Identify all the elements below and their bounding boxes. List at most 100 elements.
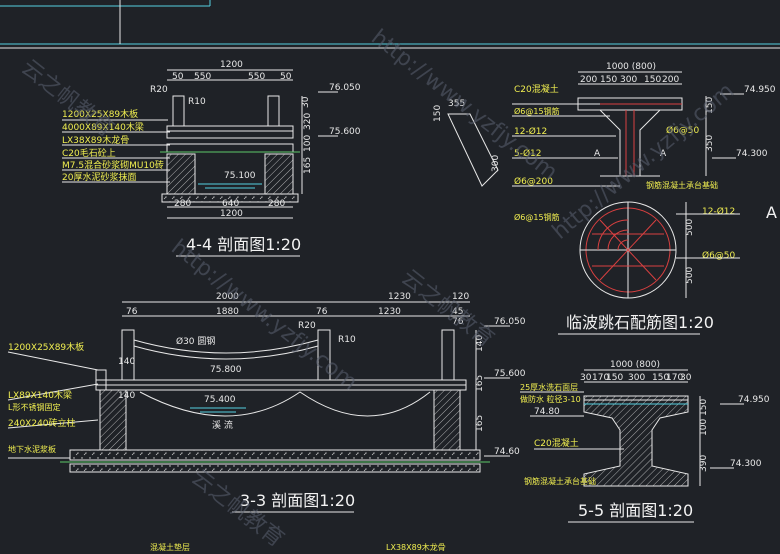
svg-text:150: 150 [699, 399, 709, 416]
title-3-3: 3-3 剖面图1:20 [240, 491, 355, 510]
svg-text:150: 150 [652, 373, 669, 383]
svg-text:http://www.yzfjy.com: http://www.yzfjy.com [166, 235, 362, 395]
svg-text:165: 165 [475, 375, 485, 392]
svg-text:74.80: 74.80 [534, 407, 560, 417]
svg-text:240X240砖立柱: 240X240砖立柱 [8, 417, 76, 429]
section-5-5: 1000 (800) 30 170 150 300 150 170 30 25厚… [520, 360, 770, 523]
svg-text:200: 200 [580, 75, 597, 85]
svg-text:640: 640 [222, 199, 239, 209]
svg-text:1230: 1230 [378, 307, 401, 317]
svg-text:550: 550 [194, 72, 211, 82]
title-frame [0, 0, 780, 49]
svg-text:75.800: 75.800 [210, 365, 242, 375]
svg-text:45: 45 [452, 307, 463, 317]
svg-text:74.60: 74.60 [494, 447, 520, 457]
svg-text:550: 550 [248, 72, 265, 82]
svg-text:165: 165 [303, 157, 313, 174]
svg-text:Ø6@50: Ø6@50 [666, 125, 700, 136]
svg-text:150: 150 [705, 97, 715, 114]
edge-marker: A [766, 203, 777, 222]
svg-text:74.950: 74.950 [744, 85, 776, 95]
svg-text:30: 30 [580, 373, 592, 383]
svg-text:76: 76 [316, 307, 328, 317]
svg-text:100: 100 [699, 419, 709, 436]
svg-text:500: 500 [685, 219, 695, 236]
svg-text:2000: 2000 [216, 292, 239, 302]
svg-text:76: 76 [126, 307, 138, 317]
svg-text:150: 150 [644, 75, 661, 85]
title-rebar-plan: 临波跳石配筋图1:20 [566, 313, 714, 332]
svg-text:500: 500 [685, 267, 695, 284]
svg-text:1000 (800): 1000 (800) [606, 62, 656, 72]
svg-text:L形不锈钢固定: L形不锈钢固定 [8, 402, 60, 412]
svg-text:76.050: 76.050 [494, 317, 526, 327]
svg-text:5-Ø12: 5-Ø12 [514, 148, 542, 159]
svg-text:C20混凝土: C20混凝土 [534, 437, 579, 449]
svg-text:Ø6@50: Ø6@50 [702, 250, 736, 261]
svg-text:140: 140 [118, 357, 135, 367]
svg-text:25厚水洗石面层: 25厚水洗石面层 [520, 382, 578, 392]
svg-text:钢筋混凝土承台基础: 钢筋混凝土承台基础 [524, 476, 596, 486]
svg-text:140: 140 [118, 391, 135, 401]
svg-text:140: 140 [475, 335, 485, 352]
svg-text:地下水泥浆板: 地下水泥浆板 [8, 444, 56, 454]
svg-text:150: 150 [433, 105, 443, 122]
svg-text:76.050: 76.050 [329, 83, 361, 93]
svg-text:Ø6@200: Ø6@200 [514, 176, 553, 187]
svg-text:300: 300 [628, 373, 645, 383]
svg-text:20厚水泥砂浆抹面: 20厚水泥砂浆抹面 [62, 171, 136, 183]
svg-text:Ø6@15钢筋: Ø6@15钢筋 [514, 106, 560, 116]
svg-text:1230: 1230 [388, 292, 411, 302]
svg-text:1200: 1200 [220, 209, 243, 219]
svg-text:76: 76 [452, 317, 464, 327]
svg-text:75.600: 75.600 [329, 127, 361, 137]
svg-text:1880: 1880 [216, 307, 239, 317]
svg-text:300: 300 [491, 155, 501, 172]
svg-text:200: 200 [662, 75, 679, 85]
svg-text:12-Ø12: 12-Ø12 [702, 206, 735, 217]
detail-diagonal: 150 355 300 [433, 99, 501, 187]
svg-text:Ø6@15钢筋: Ø6@15钢筋 [514, 212, 560, 222]
svg-text:390: 390 [699, 455, 709, 472]
svg-text:M7.5混合砂浆砌MU10砖: M7.5混合砂浆砌MU10砖 [62, 159, 164, 171]
section-4-4: 1200 50 550 550 50 R20 R10 75.100 280 64… [62, 60, 361, 257]
svg-text:R10: R10 [338, 335, 356, 345]
svg-text:170: 170 [666, 373, 683, 383]
svg-text:320: 320 [303, 113, 313, 130]
svg-text:30: 30 [301, 96, 311, 108]
svg-text:R20: R20 [298, 321, 316, 331]
svg-text:120: 120 [452, 292, 469, 302]
svg-text:混凝土垫层: 混凝土垫层 [150, 542, 190, 552]
svg-text:165: 165 [475, 415, 485, 432]
svg-text:1200X25X89木板: 1200X25X89木板 [8, 341, 84, 353]
rebar-plan: 1000 (800) 200 150 300 150 200 A A C20混凝… [512, 62, 776, 335]
svg-text:75.100: 75.100 [224, 171, 256, 181]
svg-text:150: 150 [606, 373, 623, 383]
svg-text:LX38X89木龙骨: LX38X89木龙骨 [62, 134, 129, 146]
svg-text:Ø30 圆钢: Ø30 圆钢 [176, 335, 215, 347]
svg-text:50: 50 [280, 72, 292, 82]
svg-text:50: 50 [172, 72, 184, 82]
svg-text:钢筋混凝土承台基础: 钢筋混凝土承台基础 [646, 180, 718, 190]
svg-text:LX38X89木龙骨: LX38X89木龙骨 [386, 542, 446, 552]
svg-text:170: 170 [592, 373, 609, 383]
svg-text:280: 280 [174, 199, 191, 209]
svg-text:75.600: 75.600 [494, 369, 526, 379]
svg-text:1000 (800): 1000 (800) [610, 360, 660, 370]
svg-text:A: A [594, 149, 601, 159]
svg-text:http://www.yzfjy.com: http://www.yzfjy.com [366, 25, 562, 185]
svg-text:R10: R10 [188, 97, 206, 107]
svg-text:http://www.yzfjy.com: http://www.yzfjy.com [548, 78, 739, 244]
svg-text:做防水 粒径3-10: 做防水 粒径3-10 [520, 394, 581, 404]
svg-text:355: 355 [448, 99, 465, 109]
section-3-3: 2000 1230 120 76 1880 76 1230 45 76 R20 … [7, 292, 526, 552]
svg-text:280: 280 [268, 199, 285, 209]
svg-text:12-Ø12: 12-Ø12 [514, 126, 547, 137]
svg-text:74.300: 74.300 [736, 149, 768, 159]
svg-text:1200X25X89木板: 1200X25X89木板 [62, 108, 138, 120]
svg-text:A: A [660, 149, 667, 159]
svg-text:300: 300 [620, 75, 637, 85]
svg-text:4000X89X140木梁: 4000X89X140木梁 [62, 121, 144, 133]
svg-text:75.400: 75.400 [204, 395, 236, 405]
